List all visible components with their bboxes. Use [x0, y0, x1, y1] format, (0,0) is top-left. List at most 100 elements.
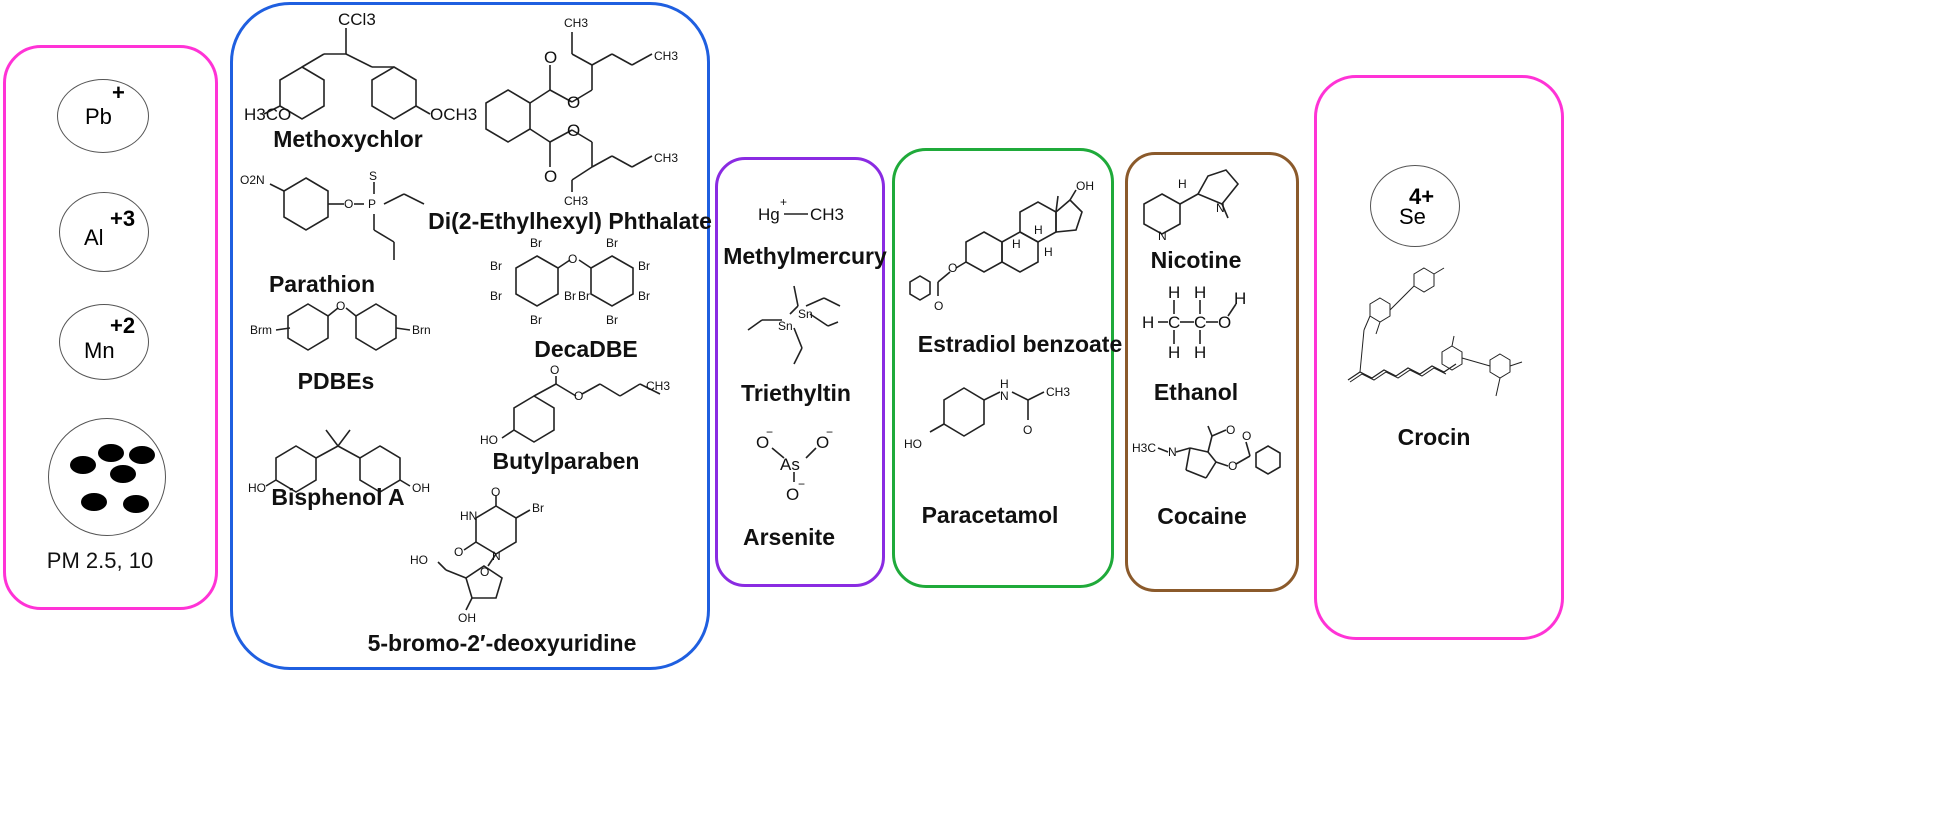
- dehp-o3: O: [567, 121, 580, 140]
- eb-o1: O: [948, 261, 957, 275]
- h3co-atom: H3CO: [244, 105, 291, 124]
- eth-h6: H: [1234, 289, 1246, 308]
- paracetamol-structure: H N CH3 O HO: [904, 377, 1070, 451]
- hg-atom: Hg: [758, 205, 780, 224]
- eth-h4: H: [1168, 343, 1180, 362]
- paracetamol-label: Paracetamol: [921, 502, 1059, 528]
- coc-o2: O: [1242, 429, 1251, 443]
- dehp-ch3-4: CH3: [564, 194, 588, 208]
- tet-sn2: Sn: [798, 307, 813, 321]
- eth-h1: H: [1142, 313, 1154, 332]
- para-n: N: [1000, 389, 1009, 403]
- decadbe-br9: Br: [606, 313, 618, 327]
- nic-n1: N: [1216, 201, 1225, 215]
- pdbes-structure: O Brm Brn: [250, 299, 431, 352]
- eb-h2: H: [1034, 223, 1043, 237]
- brdu-o3: O: [480, 565, 489, 579]
- triethyltin-structure: Sn Sn: [744, 278, 844, 368]
- nicotine-structure: H N N: [1138, 158, 1258, 243]
- brdu-o1: O: [491, 485, 500, 499]
- metalorganics-group: [715, 157, 885, 587]
- dehp-label: Di(2-Ethylhexyl) Phthalate: [428, 208, 712, 234]
- brdu-hn: HN: [460, 509, 477, 523]
- svg-text:−: −: [826, 425, 833, 439]
- para-h: H: [1000, 377, 1009, 391]
- dehp-o2: O: [567, 93, 580, 112]
- nic-n2: N: [1158, 229, 1167, 243]
- ars-o1: O: [756, 433, 769, 452]
- crocin-label: Crocin: [1397, 424, 1471, 450]
- decadbe-br2: Br: [490, 259, 502, 273]
- bpa-oh: OH: [412, 481, 430, 495]
- decadbe-br3: Br: [490, 289, 502, 303]
- parathion-structure: O2N O P S: [240, 169, 440, 270]
- decadbe-br8: Br: [638, 289, 650, 303]
- pdbes-label: PDBEs: [297, 368, 375, 394]
- dehp-ch3-1: CH3: [564, 16, 588, 30]
- butylparaben-label: Butylparaben: [492, 448, 640, 474]
- bpa-ho: HO: [248, 481, 266, 495]
- eth-h2: H: [1168, 283, 1180, 302]
- arsenite-label: Arsenite: [742, 524, 836, 550]
- eth-o: O: [1218, 313, 1231, 332]
- drugs-group: [892, 148, 1114, 588]
- parathion-s: S: [369, 169, 377, 183]
- lead-symbol: Pb: [85, 104, 112, 129]
- eb-oh: OH: [1076, 179, 1094, 193]
- och3-atom: OCH3: [430, 105, 477, 124]
- brdu-label: 5-bromo-2′-deoxyuridine: [367, 630, 637, 656]
- decadbe-br10: Br: [578, 289, 590, 303]
- organic-pollutants-group: [230, 2, 710, 670]
- coc-o1: O: [1228, 459, 1237, 473]
- brdu-br: Br: [532, 501, 544, 515]
- decadbe-br5: Br: [564, 289, 576, 303]
- para-ho: HO: [904, 437, 922, 451]
- decadbe-label: DecaDBE: [534, 336, 638, 362]
- svg-text:−: −: [766, 425, 773, 439]
- butylparaben-o1: O: [550, 363, 559, 377]
- methoxychlor-label: Methoxychlor: [273, 126, 423, 152]
- parathion-p: P: [368, 197, 376, 211]
- dehp-o4: O: [544, 167, 557, 186]
- selenium-symbol: Se: [1399, 204, 1426, 229]
- svg-text:−: −: [798, 477, 805, 491]
- para-o: O: [1023, 423, 1032, 437]
- decadbe-o: O: [568, 252, 577, 266]
- lead-ion: Pb +: [57, 79, 149, 153]
- eb-o2: O: [934, 299, 943, 313]
- nic-h: H: [1178, 177, 1187, 191]
- bisphenol-a-structure: HO OH: [248, 416, 430, 495]
- cocaine-label: Cocaine: [1157, 503, 1247, 529]
- decadbe-br6: Br: [606, 236, 618, 250]
- ethanol-structure: H C C O H H H H H: [1142, 283, 1246, 362]
- ars-o2: O: [816, 433, 829, 452]
- coc-n: N: [1168, 445, 1177, 459]
- dehp-o1: O: [544, 48, 557, 67]
- eth-h3: H: [1194, 283, 1206, 302]
- pm-label: PM 2.5, 10: [46, 548, 154, 573]
- decadbe-structure: O Br Br Br Br Br Br Br Br Br Br: [490, 236, 650, 327]
- decadbe-br1: Br: [530, 236, 542, 250]
- parathion-label: Parathion: [268, 271, 376, 297]
- butylparaben-o2: O: [574, 389, 583, 403]
- methoxychlor-structure: CCl3 H3CO OCH3: [244, 10, 477, 124]
- tet-sn1: Sn: [778, 319, 793, 333]
- parathion-o1: O: [344, 197, 353, 211]
- manganese-symbol: Mn: [84, 338, 115, 363]
- triethyltin-label: Triethyltin: [741, 380, 851, 406]
- parathion-no2: O2N: [240, 173, 265, 187]
- particulate-matter: [48, 418, 166, 536]
- eth-c2: C: [1194, 313, 1206, 332]
- crocin-structure: [1336, 250, 1552, 410]
- bisphenol-a-label: Bisphenol A: [271, 484, 405, 510]
- aluminum-ion: Al +3: [59, 192, 149, 272]
- pdbes-o: O: [336, 299, 345, 313]
- methylmercury-label: Methylmercury: [723, 243, 887, 269]
- decadbe-br7: Br: [638, 259, 650, 273]
- pdbes-brm: Brm: [250, 323, 272, 337]
- arsenite-structure: O − O − As O −: [756, 425, 833, 504]
- brdu-structure: O HN O N Br O HO OH: [410, 485, 544, 625]
- ethanol-label: Ethanol: [1153, 379, 1239, 405]
- dehp-structure: O O O O CH3 CH3 CH3 CH3: [468, 16, 678, 208]
- cocaine-structure: H3C N O O O: [1132, 423, 1292, 496]
